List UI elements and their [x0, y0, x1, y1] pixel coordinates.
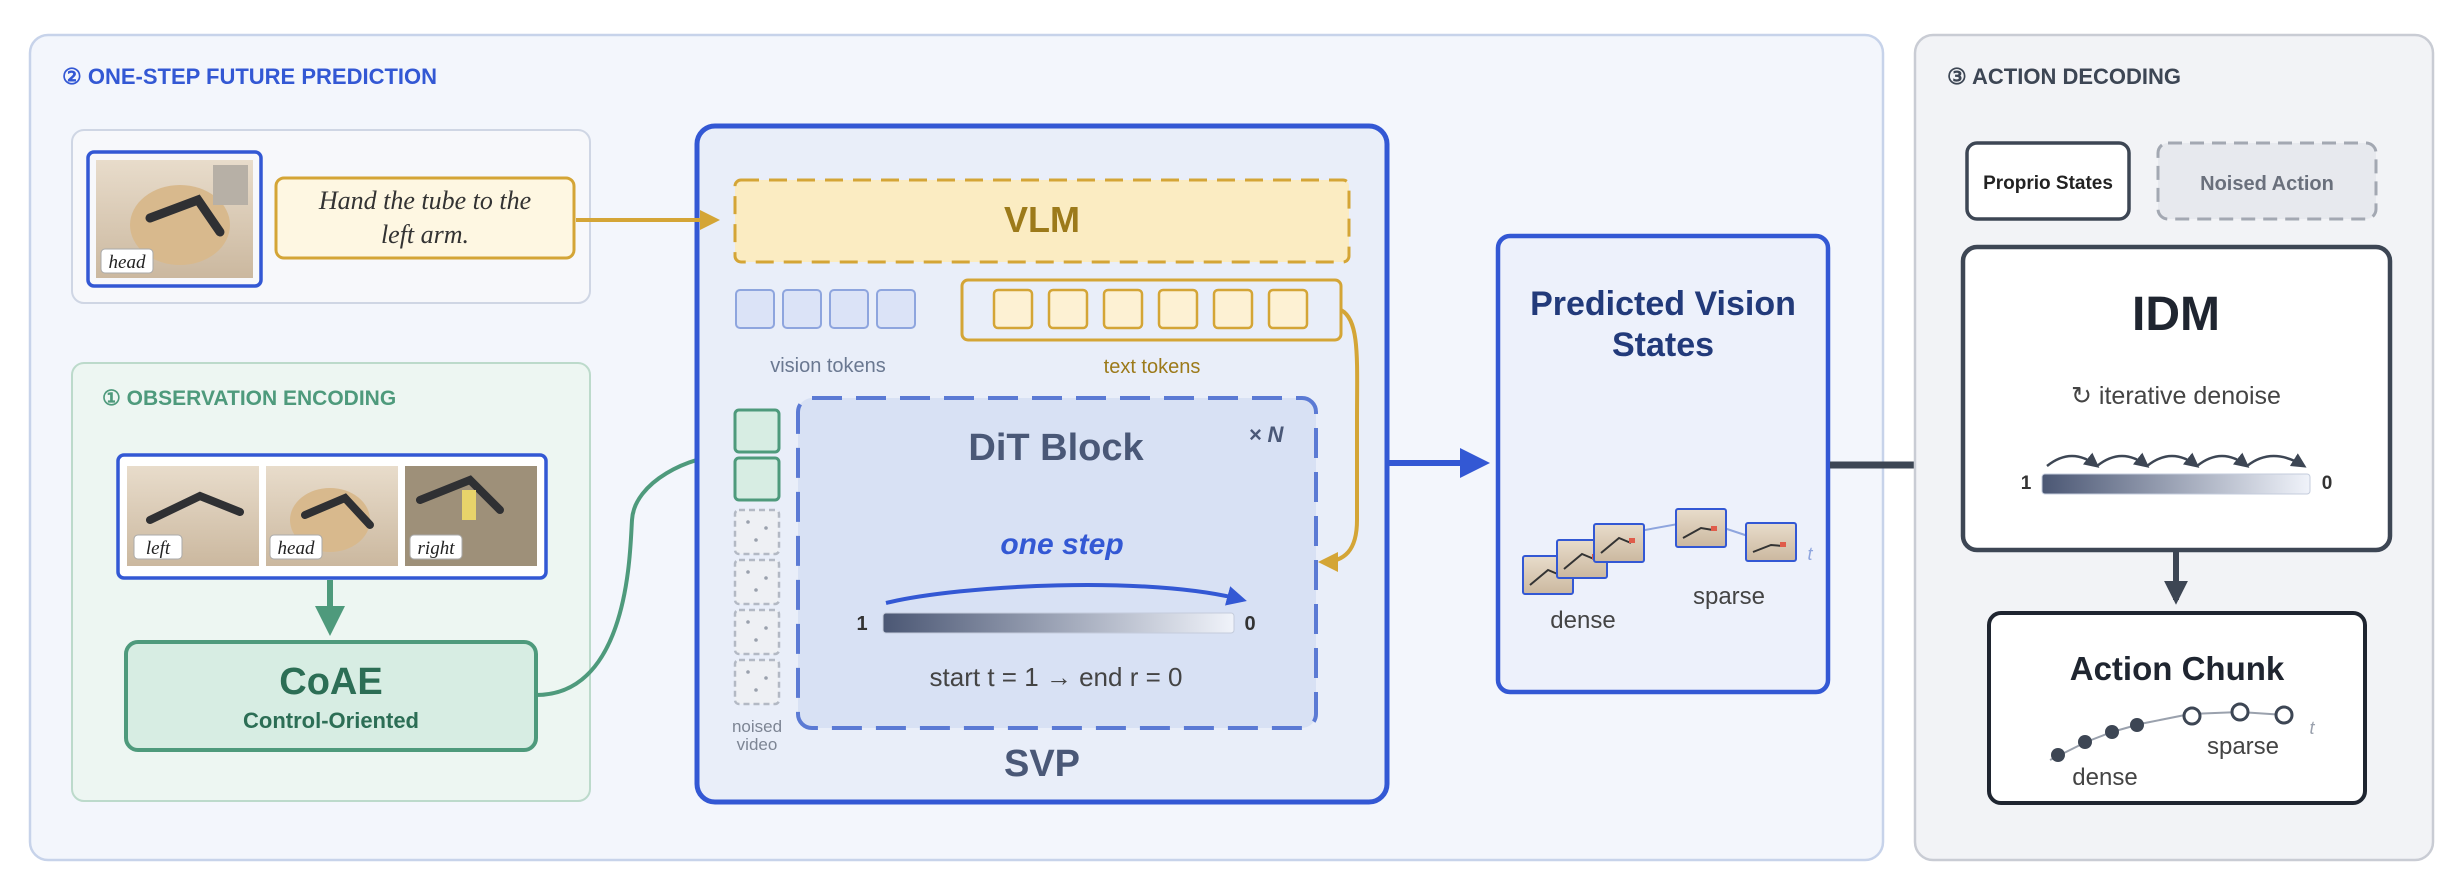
one-step-arrow — [885, 583, 1247, 606]
iterative-denoise-label: ↻ iterative denoise — [2071, 382, 2281, 410]
vision-token — [876, 289, 916, 329]
instruction-text-box — [274, 176, 576, 260]
vlm-label: VLM — [1004, 199, 1080, 240]
predicted-frames — [1522, 508, 1797, 595]
text-tokens-label: text tokens — [1104, 356, 1201, 378]
action-time-label: t — [2309, 718, 2315, 738]
conditioning-frame — [733, 408, 781, 454]
proprio-states-label: Proprio States — [1983, 173, 2113, 194]
predicted-frame-dense — [1593, 523, 1645, 563]
vision-tokens-label: vision tokens — [770, 355, 886, 377]
action-points-sparse — [2182, 702, 2294, 726]
left-camera-label: left — [146, 538, 171, 559]
head-camera-label-small: head — [278, 538, 315, 559]
predicted-sparse-label: sparse — [1693, 583, 1765, 610]
vision-token — [782, 289, 822, 329]
schedule-caption: start t = 1 → end r = 0 — [930, 662, 1183, 692]
vlm-box — [733, 178, 1351, 264]
coae-to-dit-arrow — [535, 445, 732, 697]
idm-scale-bar — [2041, 473, 2311, 495]
schedule-start-label: 1 — [856, 613, 867, 635]
denoise-loop-arrows — [2046, 452, 2307, 468]
predicted-time-label: t — [1807, 544, 1813, 564]
head-camera-frame — [86, 150, 263, 288]
idm-scale-end-label: 0 — [2322, 473, 2333, 494]
text-tokens — [992, 288, 1309, 330]
noise-frame — [733, 558, 781, 606]
dit-block-title: DiT Block — [968, 427, 1144, 469]
predicted-frame-sparse — [1675, 508, 1727, 548]
prediction-panel-title: ② ONE-STEP FUTURE PREDICTION — [62, 64, 437, 89]
text-token — [1267, 288, 1309, 330]
text-token — [992, 288, 1034, 330]
observation-panel-title: ① OBSERVATION ENCODING — [102, 387, 396, 410]
predicted-frame-sparse — [1745, 522, 1797, 562]
action-point — [2078, 735, 2092, 749]
text-token — [1157, 288, 1199, 330]
text-token — [1047, 288, 1089, 330]
text-token — [1212, 288, 1254, 330]
action-chunk-title: Action Chunk — [2070, 650, 2285, 687]
idm-scale-start-label: 1 — [2021, 473, 2032, 494]
instruction-text-line2: left arm. — [381, 220, 469, 249]
predicted-title-line2: States — [1612, 326, 1714, 364]
right-camera-image — [405, 466, 537, 566]
noised-video-column — [733, 408, 781, 706]
noised-video-label-line2: video — [737, 735, 778, 754]
noised-video-label-line1: noised — [732, 717, 782, 736]
noised-action-label: Noised Action — [2200, 173, 2334, 195]
predicted-dense-label: dense — [1550, 607, 1615, 634]
action-chunk-box — [1987, 611, 2367, 805]
decoding-panel-title: ③ ACTION DECODING — [1947, 64, 2181, 89]
noise-frame — [733, 658, 781, 706]
proprio-states-box — [1965, 141, 2131, 221]
svp-label: SVP — [1004, 743, 1080, 785]
action-point — [2130, 718, 2144, 732]
instruction-text-line1: Hand the tube to the — [318, 186, 531, 215]
noise-frame — [733, 508, 781, 556]
action-point — [2182, 706, 2202, 726]
vision-tokens — [735, 289, 916, 329]
dit-repeat-label: × N — [1249, 422, 1285, 447]
vision-token — [735, 289, 775, 329]
action-point — [2105, 725, 2119, 739]
one-step-label: one step — [1000, 528, 1123, 561]
action-sparse-label: sparse — [2207, 733, 2279, 760]
idm-title: IDM — [2132, 288, 2220, 341]
head-camera-image — [96, 160, 253, 278]
vision-token — [829, 289, 869, 329]
action-point — [2051, 748, 2065, 762]
coae-subtitle: Control-Oriented — [243, 708, 419, 733]
noised-action-box — [2156, 141, 2378, 221]
text-tokens-to-dit-arrow — [1318, 308, 1360, 572]
noise-frame — [733, 608, 781, 656]
text-token — [1102, 288, 1144, 330]
schedule-end-label: 0 — [1244, 613, 1255, 635]
predicted-title-line1: Predicted Vision — [1530, 285, 1796, 323]
head-camera-label: head — [109, 252, 146, 273]
dit-block — [796, 396, 1318, 730]
action-point — [2274, 705, 2294, 725]
coae-title: CoAE — [279, 661, 382, 703]
conditioning-frame — [733, 456, 781, 502]
action-point — [2230, 702, 2250, 722]
schedule-bar — [882, 612, 1235, 634]
action-dense-label: dense — [2072, 764, 2137, 791]
action-points-dense — [2051, 718, 2144, 762]
right-camera-label: right — [418, 538, 456, 559]
